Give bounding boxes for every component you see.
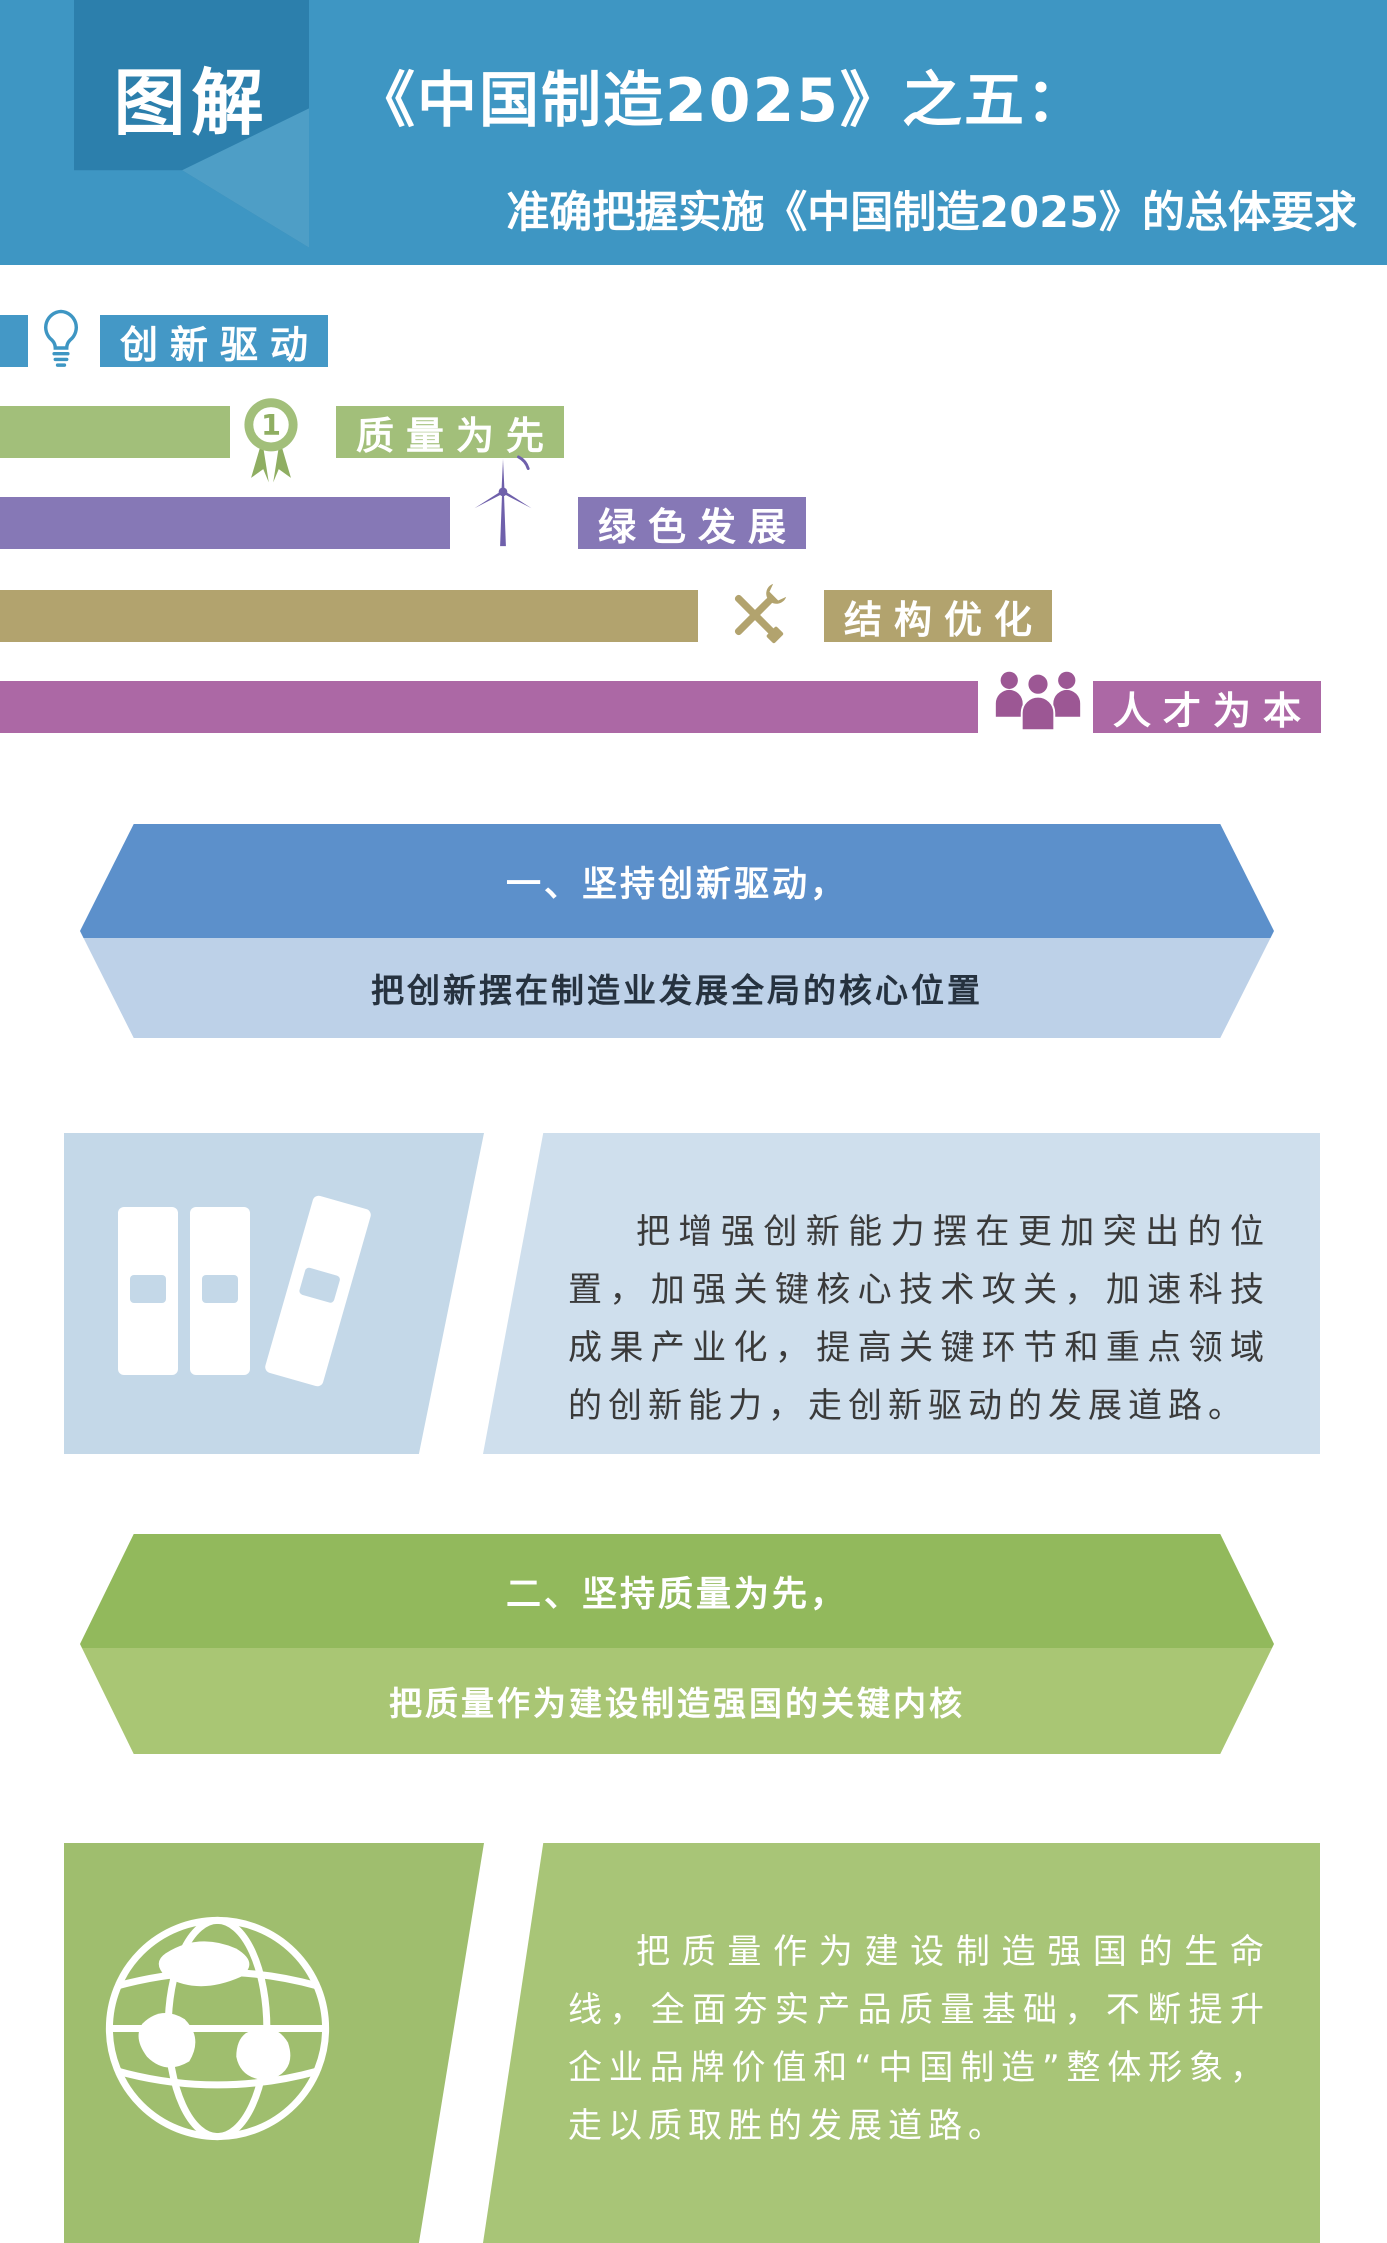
section-2-heading: 二、坚持质量为先， — [505, 1574, 848, 1615]
wind-turbine-icon — [472, 453, 534, 550]
section-1-subheading-strip: 把创新摆在制造业发展全局的核心位置 — [80, 938, 1274, 1038]
section-2-illustration-panel — [64, 1843, 484, 2243]
people-icon — [992, 665, 1084, 734]
section-1-illustration-panel — [64, 1133, 484, 1454]
svg-text:1: 1 — [261, 408, 281, 442]
header: 图解 《中国制造2025》之五： 准确把握实施《中国制造2025》的总体要求 — [0, 0, 1387, 265]
section-2-subheading: 把质量作为建设制造强国的关键内核 — [389, 1684, 965, 1723]
medal-icon: 1 — [240, 396, 302, 489]
section-1-subheading: 把创新摆在制造业发展全局的核心位置 — [371, 971, 983, 1010]
principle-row-structure: 结构优化 — [0, 583, 1387, 644]
section-2-subheading-strip: 把质量作为建设制造强国的关键内核 — [80, 1648, 1274, 1754]
principle-row-talent: 人才为本 — [0, 671, 1387, 733]
principle-label: 人才为本 — [1093, 681, 1321, 733]
lightbulb-icon — [38, 308, 84, 372]
page-subtitle: 准确把握实施《中国制造2025》的总体要求 — [506, 188, 1357, 238]
section-2-banner: 二、坚持质量为先， 把质量作为建设制造强国的关键内核 — [80, 1534, 1274, 1754]
section-2-body: 把质量作为建设制造强国的生命线，全面夯实产品质量基础，不断提升企业品牌价值和“中… — [568, 1932, 1270, 2146]
section-1-heading-strip: 一、坚持创新驱动， — [80, 824, 1274, 938]
books-icon — [94, 1191, 442, 1391]
principle-label: 创新驱动 — [100, 315, 328, 367]
section-2-content: 把质量作为建设制造强国的生命线，全面夯实产品质量基础，不断提升企业品牌价值和“中… — [64, 1843, 1320, 2243]
principle-row-quality: 1 质量为先 — [0, 398, 1387, 483]
page-title: 《中国制造2025》之五： — [355, 66, 1088, 136]
principle-label: 质量为先 — [336, 406, 564, 458]
tools-icon — [714, 574, 796, 656]
principle-row-green: 绿色发展 — [0, 455, 1387, 549]
principle-bar — [0, 681, 978, 733]
header-badge: 图解 — [113, 61, 270, 145]
principle-row-innovation: 创新驱动 — [0, 309, 1387, 367]
globe-icon — [100, 1911, 335, 2146]
principle-bar — [0, 406, 230, 458]
section-1-content: 把增强创新能力摆在更加突出的位置，加强关键核心技术攻关，加速科技成果产业化，提高… — [64, 1133, 1320, 1454]
principle-label: 结构优化 — [824, 590, 1052, 642]
principle-bar — [0, 590, 698, 642]
header-ribbon: 图解 — [74, 0, 309, 258]
section-1-banner: 一、坚持创新驱动， 把创新摆在制造业发展全局的核心位置 — [80, 824, 1274, 1038]
principle-label: 绿色发展 — [578, 497, 806, 549]
section-1-body: 把增强创新能力摆在更加突出的位置，加强关键核心技术攻关，加速科技成果产业化，提高… — [568, 1212, 1270, 1426]
section-2-heading-strip: 二、坚持质量为先， — [80, 1534, 1274, 1648]
section-1-heading: 一、坚持创新驱动， — [505, 864, 848, 905]
section-1-text-panel: 把增强创新能力摆在更加突出的位置，加强关键核心技术攻关，加速科技成果产业化，提高… — [483, 1133, 1320, 1454]
principle-bar — [0, 497, 450, 549]
principle-bar — [0, 315, 28, 367]
section-2-text-panel: 把质量作为建设制造强国的生命线，全面夯实产品质量基础，不断提升企业品牌价值和“中… — [483, 1843, 1320, 2243]
